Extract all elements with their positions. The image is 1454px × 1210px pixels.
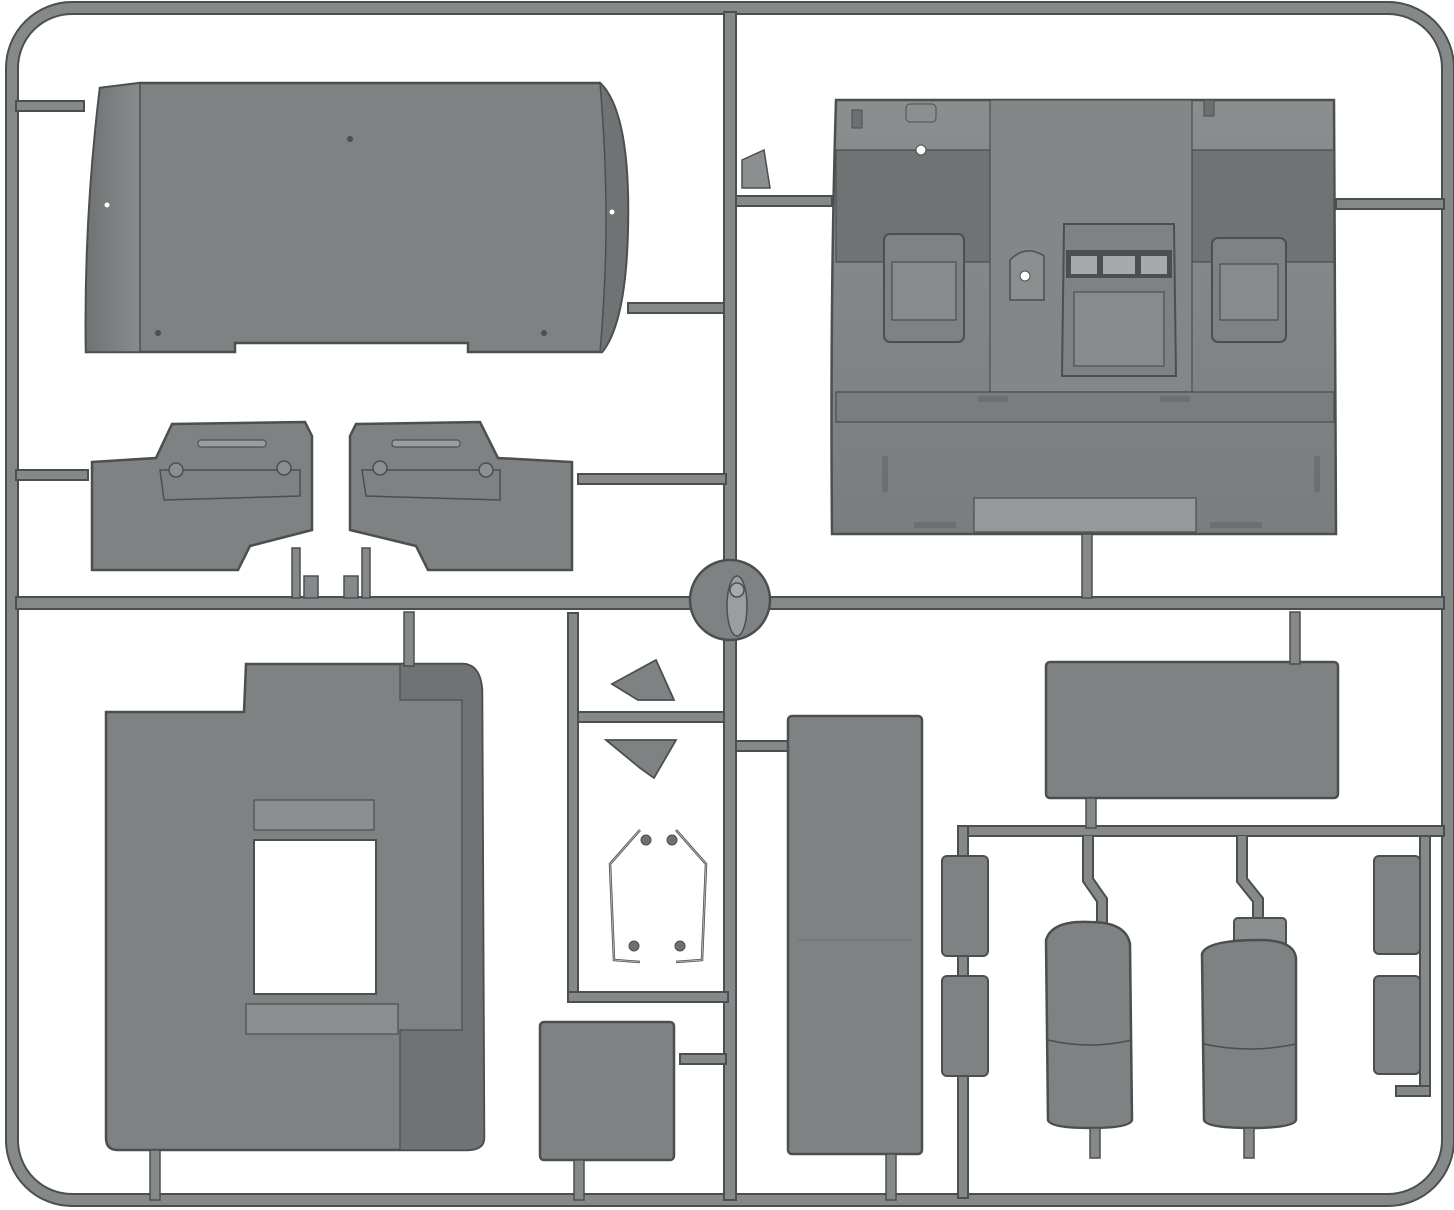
part-small-box: [538, 1020, 676, 1162]
part-wide-panel: [1044, 660, 1340, 800]
part-door-panel-left: [90, 420, 314, 572]
part-mirror-brackets: [603, 658, 678, 780]
part-tall-panel: [786, 714, 924, 1156]
part-roof-panel: [84, 81, 630, 354]
part-seat-left: [1044, 920, 1134, 1130]
part-cab-rear-wall: [104, 662, 486, 1152]
rear-window-cutout: [253, 839, 377, 995]
part-seat-right: [1200, 917, 1298, 1130]
sprue-center-hub: [688, 558, 772, 642]
part-door-panel-right: [348, 420, 574, 572]
part-seat-rails: [941, 855, 1421, 1077]
part-cab-floor: [830, 98, 1338, 536]
kit-logo-mark: [741, 148, 771, 189]
part-wire-handles: [608, 829, 708, 964]
